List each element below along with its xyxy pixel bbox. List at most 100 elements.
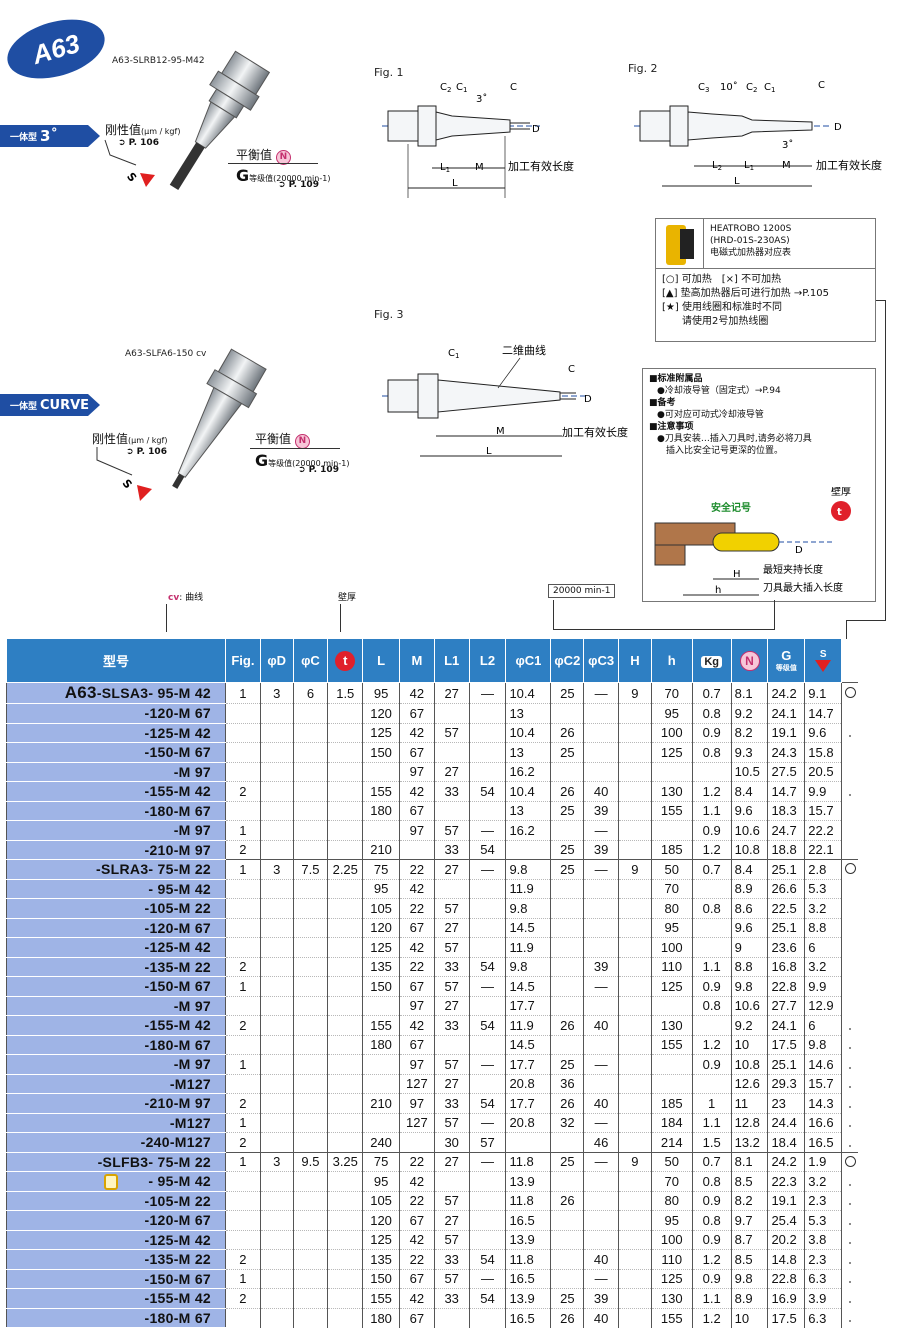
cell-g: 24.2 (767, 682, 806, 704)
cell-t (327, 956, 364, 977)
cell-l2: 54 (468, 839, 507, 860)
heat-mark (842, 840, 858, 860)
cell-l2 (468, 878, 507, 899)
cell-c (292, 1268, 329, 1289)
cell-h (618, 898, 652, 918)
heat-mark (842, 996, 858, 1016)
cell-fig: 2 (225, 839, 261, 860)
heat-mark (842, 957, 858, 977)
cell-l2 (468, 898, 507, 918)
cell-n: 10.8 (730, 839, 769, 860)
cell-n: 9.2 (730, 1015, 769, 1035)
cell-n: 8.8 (730, 956, 769, 977)
cell-c2 (550, 917, 585, 938)
cell-n: 8.9 (730, 878, 769, 899)
cell-g: 25.1 (767, 859, 806, 879)
cell-fig (225, 761, 261, 782)
cell-c2 (550, 995, 585, 1016)
cell-g: 19.1 (767, 722, 806, 743)
svg-text:M: M (496, 426, 505, 437)
svg-text:3˚: 3˚ (782, 139, 793, 151)
cell-g: 20.2 (767, 1229, 806, 1250)
cell-l2 (468, 1171, 507, 1191)
cell-h: 130 (650, 1288, 693, 1308)
cell-kg: 1.1 (691, 956, 732, 977)
cell-n: 12.6 (730, 1073, 769, 1094)
cell-c (292, 1190, 329, 1211)
cell-kg: 1.2 (691, 781, 732, 801)
cell-h: 100 (650, 1229, 693, 1250)
cell-s: 14.7 (804, 703, 843, 723)
svg-text:壁厚: 壁厚 (831, 487, 851, 498)
cell-c (292, 1034, 329, 1055)
heat-mark (842, 1035, 858, 1055)
cell-c (292, 742, 329, 762)
cell-s: 22.1 (804, 839, 843, 860)
cell-s: 14.3 (804, 1093, 843, 1113)
svg-text:L: L (486, 446, 492, 457)
cell-c2: 25 (550, 800, 585, 821)
cell-s: 2.3 (804, 1249, 843, 1269)
cell-c (292, 1288, 329, 1308)
cell-n: 9.8 (730, 976, 769, 996)
cell-h (650, 1054, 693, 1074)
model-cell: -125-M 42 (5, 937, 227, 958)
cell-h (618, 917, 652, 938)
cell-h: 155 (650, 800, 693, 821)
cell-l1: 33 (433, 1015, 470, 1035)
cell-l1: 27 (433, 1210, 470, 1230)
svg-text:M: M (475, 162, 484, 173)
heat-mark (842, 879, 858, 899)
cell-c1: 11.9 (505, 878, 552, 899)
cell-c: 6 (292, 682, 329, 704)
svg-text:C2: C2 (746, 82, 757, 94)
cell-c (292, 1307, 329, 1328)
cell-c3: 40 (583, 1093, 620, 1113)
cell-fig (225, 995, 261, 1016)
cell-kg (691, 1073, 732, 1094)
tool1-illustration (169, 50, 271, 191)
insertion-diagram: 安全记号 D 壁厚 t H 最短夹持长度 h 刀具最大插入长度 (654, 487, 851, 596)
cell-c3: 40 (583, 1249, 620, 1269)
cell-l: 240 (362, 1132, 400, 1152)
cell-c2: 26 (550, 1307, 585, 1328)
cell-m: 22 (399, 1190, 435, 1211)
cell-l2: 54 (468, 781, 507, 801)
cell-l1: 57 (433, 1190, 470, 1211)
cell-c1: 9.8 (505, 898, 552, 918)
cell-l2: — (468, 859, 507, 879)
cell-kg: 1.2 (691, 1249, 732, 1269)
cell-m: 22 (399, 956, 435, 977)
svg-text:二维曲线: 二维曲线 (502, 343, 546, 357)
svg-text:L1: L1 (440, 162, 450, 174)
heat-mark (841, 682, 858, 704)
cell-kg: 1.2 (691, 1307, 732, 1328)
svg-text:刀具最大插入长度: 刀具最大插入长度 (763, 581, 843, 594)
cell-fig (225, 878, 261, 899)
model-cell: -M127 (5, 1074, 227, 1094)
tool1-model: A63-SLRB12-95-M42 (112, 56, 205, 66)
cell-m: 127 (399, 1073, 435, 1094)
cell-c1: 14.5 (505, 976, 552, 996)
cell-h (618, 722, 652, 743)
tool2-rigidity-label: 刚性值(μm / kgf) (92, 432, 168, 446)
cell-l1 (433, 1034, 470, 1055)
cell-kg: 0.8 (691, 703, 732, 723)
cell-t (327, 1190, 364, 1211)
cell-m: 97 (399, 995, 435, 1016)
cell-c2 (550, 703, 585, 723)
cell-fig: 2 (225, 1132, 261, 1152)
cell-h (618, 1171, 652, 1191)
cell-h (618, 1190, 652, 1211)
model-cell: -M127 (5, 1113, 227, 1133)
cell-l2 (468, 703, 507, 723)
svg-text:S: S (120, 477, 135, 491)
cell-t: 3.25 (327, 1151, 364, 1172)
cell-c2 (550, 1249, 585, 1269)
cell-d (259, 1015, 294, 1035)
cell-c3 (583, 722, 620, 743)
